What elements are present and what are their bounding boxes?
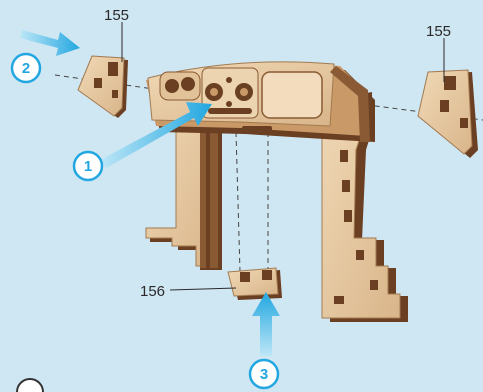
part-label-156: 156	[140, 283, 165, 300]
step-marker-1: 1	[74, 152, 102, 180]
step-number-3: 3	[260, 366, 268, 383]
step-marker-3: 3	[250, 360, 278, 388]
step-number-1: 1	[84, 158, 92, 175]
right-side-piece-155	[418, 70, 478, 158]
part-label-left-155: 155	[104, 7, 129, 24]
step-number-2: 2	[22, 60, 30, 77]
leader-156	[170, 288, 236, 290]
arrow-2	[20, 30, 80, 56]
bottom-piece-156	[228, 268, 282, 300]
step-marker-4-partial	[17, 379, 43, 392]
step-marker-2: 2	[12, 54, 40, 82]
arrow-3	[252, 292, 280, 356]
left-side-piece-155	[78, 56, 128, 118]
dashboard-panel	[146, 62, 375, 142]
part-label-right-155: 155	[426, 23, 451, 40]
